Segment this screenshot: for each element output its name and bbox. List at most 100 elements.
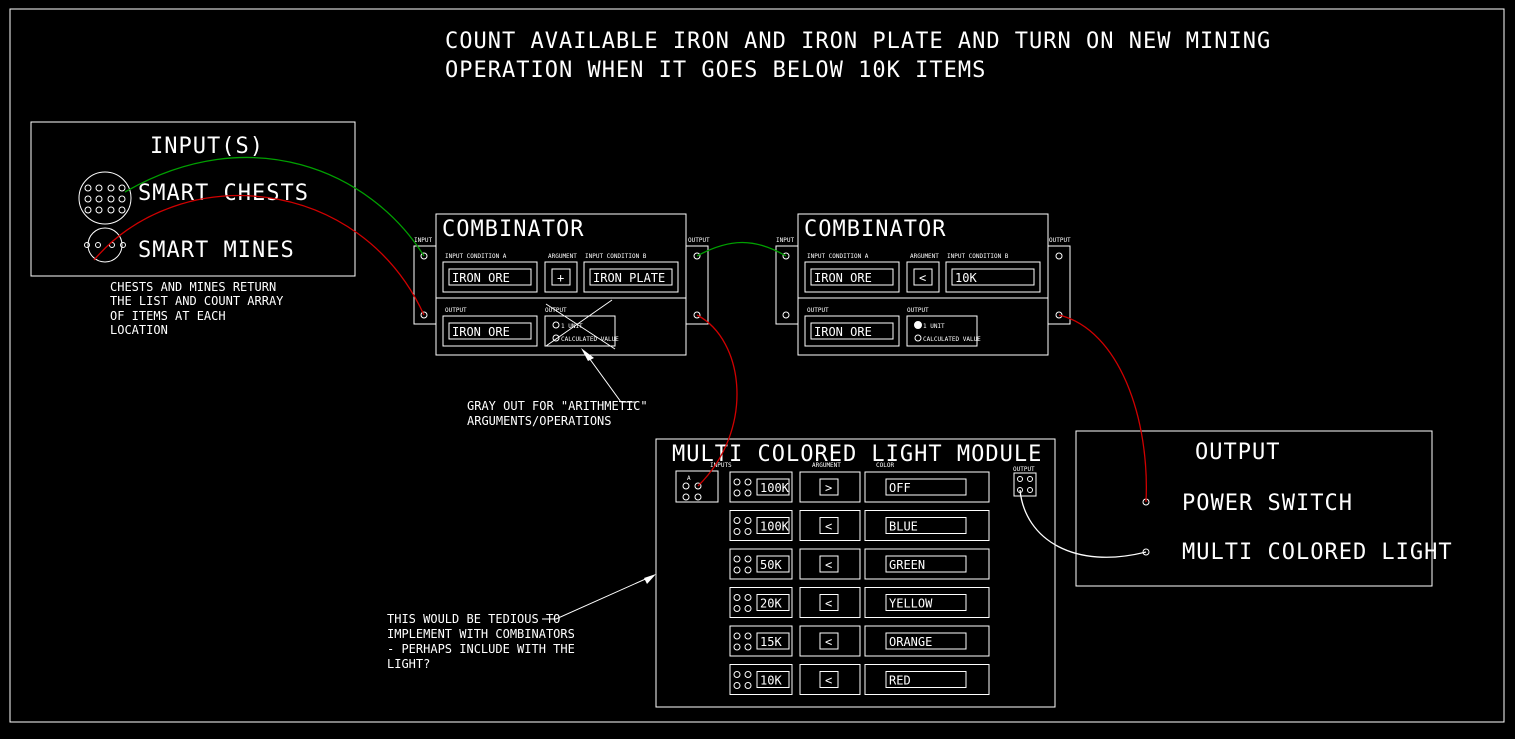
red-wire-combinator-to-power-switch[interactable]	[1058, 314, 1148, 503]
inputs-note-line-3: OF ITEMS AT EACH	[110, 309, 226, 323]
combinator-2-argument-field[interactable]: <	[906, 261, 940, 293]
inputs-heading: INPUT(S)	[150, 134, 264, 159]
light-rule-value-field[interactable]: 100K	[729, 510, 793, 541]
svg-text:IRON ORE: IRON ORE	[452, 325, 510, 339]
combinator-1-cond-b-field[interactable]: IRON PLATE	[583, 261, 679, 293]
light-rule-argument-field[interactable]: <	[799, 587, 861, 618]
light-rule-row: 100K > OFF	[729, 471, 990, 503]
combinator-2-cond-b-label: INPUT CONDITION B	[947, 253, 1009, 260]
svg-text:YELLOW: YELLOW	[889, 597, 933, 611]
gray-out-note-line-2: ARGUMENTS/OPERATIONS	[467, 414, 612, 428]
white-wire-light-output[interactable]	[1019, 489, 1147, 558]
light-rule-color-field[interactable]: ORANGE	[864, 625, 990, 657]
svg-text:<: <	[825, 597, 832, 611]
combinator-2-cond-b-field[interactable]: 10K	[945, 261, 1041, 293]
light-rule-color-field[interactable]: YELLOW	[864, 587, 990, 618]
light-rule-argument-field[interactable]: <	[799, 664, 861, 695]
svg-text:10K: 10K	[955, 271, 977, 285]
light-rule-value-field[interactable]: 10K	[729, 664, 793, 695]
multi-colored-light-port[interactable]	[1142, 548, 1150, 556]
svg-text:GREEN: GREEN	[889, 558, 925, 572]
green-wire-combinator-link[interactable]	[696, 241, 787, 257]
combinator-2-input-port[interactable]	[775, 245, 799, 325]
combinator-2-output-port[interactable]	[1047, 245, 1071, 325]
smart-mines-label: SMART MINES	[138, 238, 295, 263]
svg-text:15K: 15K	[760, 635, 782, 649]
svg-text:>: >	[825, 481, 832, 495]
svg-text:IRON ORE: IRON ORE	[452, 271, 510, 285]
svg-text:<: <	[919, 271, 926, 285]
combinator-2-output-mode[interactable]: 1 UNIT CALCULATED VALUE	[906, 315, 981, 347]
title-line-2: OPERATION WHEN IT GOES BELOW 10K ITEMS	[445, 58, 986, 83]
combinator-2-output-field[interactable]: IRON ORE	[804, 315, 900, 347]
svg-text:RED: RED	[889, 674, 911, 688]
light-rule-argument-field[interactable]: <	[799, 510, 861, 541]
inputs-note-line-1: CHESTS AND MINES RETURN	[110, 280, 276, 294]
light-rule-color-field[interactable]: GREEN	[864, 548, 990, 580]
svg-text:20K: 20K	[760, 597, 782, 611]
light-rule-color-field[interactable]: OFF	[864, 471, 990, 503]
combinator-2-output-label: OUTPUT	[1049, 237, 1071, 244]
red-wire-combinator-to-light[interactable]	[696, 314, 738, 487]
svg-text:CALCULATED VALUE: CALCULATED VALUE	[561, 336, 619, 343]
green-wire-chests-to-combinator[interactable]	[124, 156, 425, 257]
light-rule-value-field[interactable]: 20K	[729, 587, 793, 618]
combinator-1-output-label: OUTPUT	[688, 237, 710, 244]
svg-text:<: <	[825, 520, 832, 534]
combinator-1-output-field[interactable]: IRON ORE	[442, 315, 538, 347]
power-switch-label: POWER SWITCH	[1182, 491, 1353, 516]
tedious-note: THIS WOULD BE TEDIOUS TO IMPLEMENT WITH …	[387, 574, 656, 671]
svg-text:<: <	[825, 558, 832, 572]
light-rule-color-field[interactable]: RED	[864, 664, 990, 695]
tedious-note-line-4: LIGHT?	[387, 657, 430, 671]
combinator-1-input-port[interactable]	[413, 245, 437, 325]
multi-colored-light-label: MULTI COLORED LIGHT	[1182, 540, 1453, 565]
svg-text:10K: 10K	[760, 674, 782, 688]
light-rule-argument-field[interactable]: >	[799, 471, 861, 503]
light-rule-value-field[interactable]: 100K	[729, 471, 793, 503]
combinator-1-cond-b-label: INPUT CONDITION B	[585, 253, 647, 260]
light-module: MULTI COLORED LIGHT MODULE INPUTS ARGUME…	[655, 438, 1056, 708]
combinator-1-output-mode[interactable]: 1 UNIT CALCULATED VALUE	[544, 299, 619, 350]
light-rule-value-field[interactable]: 50K	[729, 548, 793, 580]
svg-text:1 UNIT: 1 UNIT	[923, 323, 945, 330]
light-rule-row: 20K < YELLOW	[729, 587, 990, 618]
light-rule-row: 50K < GREEN	[729, 548, 990, 580]
arrow-head-icon	[644, 574, 656, 584]
inputs-note: CHESTS AND MINES RETURN THE LIST AND COU…	[110, 280, 284, 337]
light-module-input-port[interactable]: A	[675, 470, 719, 503]
gray-out-note: GRAY OUT FOR "ARITHMETIC" ARGUMENTS/OPER…	[467, 348, 648, 428]
combinator-1-output-port[interactable]	[685, 245, 709, 325]
svg-text:50K: 50K	[760, 558, 782, 572]
svg-text:1 UNIT: 1 UNIT	[561, 323, 583, 330]
title-line-1: COUNT AVAILABLE IRON AND IRON PLATE AND …	[445, 29, 1271, 54]
light-module-output-label: OUTPUT	[1013, 466, 1035, 473]
smart-chests-label: SMART CHESTS	[138, 181, 309, 206]
light-rule-row: 10K < RED	[729, 664, 990, 695]
light-module-title: MULTI COLORED LIGHT MODULE	[672, 442, 1042, 467]
light-module-output-port[interactable]	[1013, 472, 1037, 497]
svg-text:ORANGE: ORANGE	[889, 635, 932, 649]
combinator-1-argument-field[interactable]: +	[544, 261, 578, 293]
arrow-head-icon	[581, 348, 594, 361]
light-rule-argument-field[interactable]: <	[799, 548, 861, 580]
svg-text:CALCULATED VALUE: CALCULATED VALUE	[923, 336, 981, 343]
inputs-panel: INPUT(S) SMART CHESTS SMART MINES	[30, 121, 356, 277]
light-module-rows: 100K > OFF 100K < BLUE 50K < GREEN 20K < YELLOW 15K <…	[729, 471, 990, 695]
light-rule-argument-field[interactable]: <	[799, 625, 861, 657]
combinator-2-input-label: INPUT	[776, 237, 794, 244]
svg-text:IRON PLATE: IRON PLATE	[593, 271, 665, 285]
svg-text:OFF: OFF	[889, 481, 911, 495]
light-rule-value-field[interactable]: 15K	[729, 625, 793, 657]
red-wire-mines-to-combinator[interactable]	[93, 195, 425, 316]
inputs-note-line-4: LOCATION	[110, 323, 168, 337]
combinator-2-cond-a-field[interactable]: IRON ORE	[804, 261, 900, 293]
combinator-1-cond-a-field[interactable]: IRON ORE	[442, 261, 538, 293]
light-rule-color-field[interactable]: BLUE	[864, 510, 990, 541]
light-module-inputs-label: INPUTS	[710, 462, 732, 469]
combinator-1-output-section-label: OUTPUT	[445, 307, 467, 314]
combinator-2-title: COMBINATOR	[804, 217, 946, 242]
gray-out-note-line-1: GRAY OUT FOR "ARITHMETIC"	[467, 399, 648, 413]
inputs-note-line-2: THE LIST AND COUNT ARRAY	[110, 294, 284, 308]
